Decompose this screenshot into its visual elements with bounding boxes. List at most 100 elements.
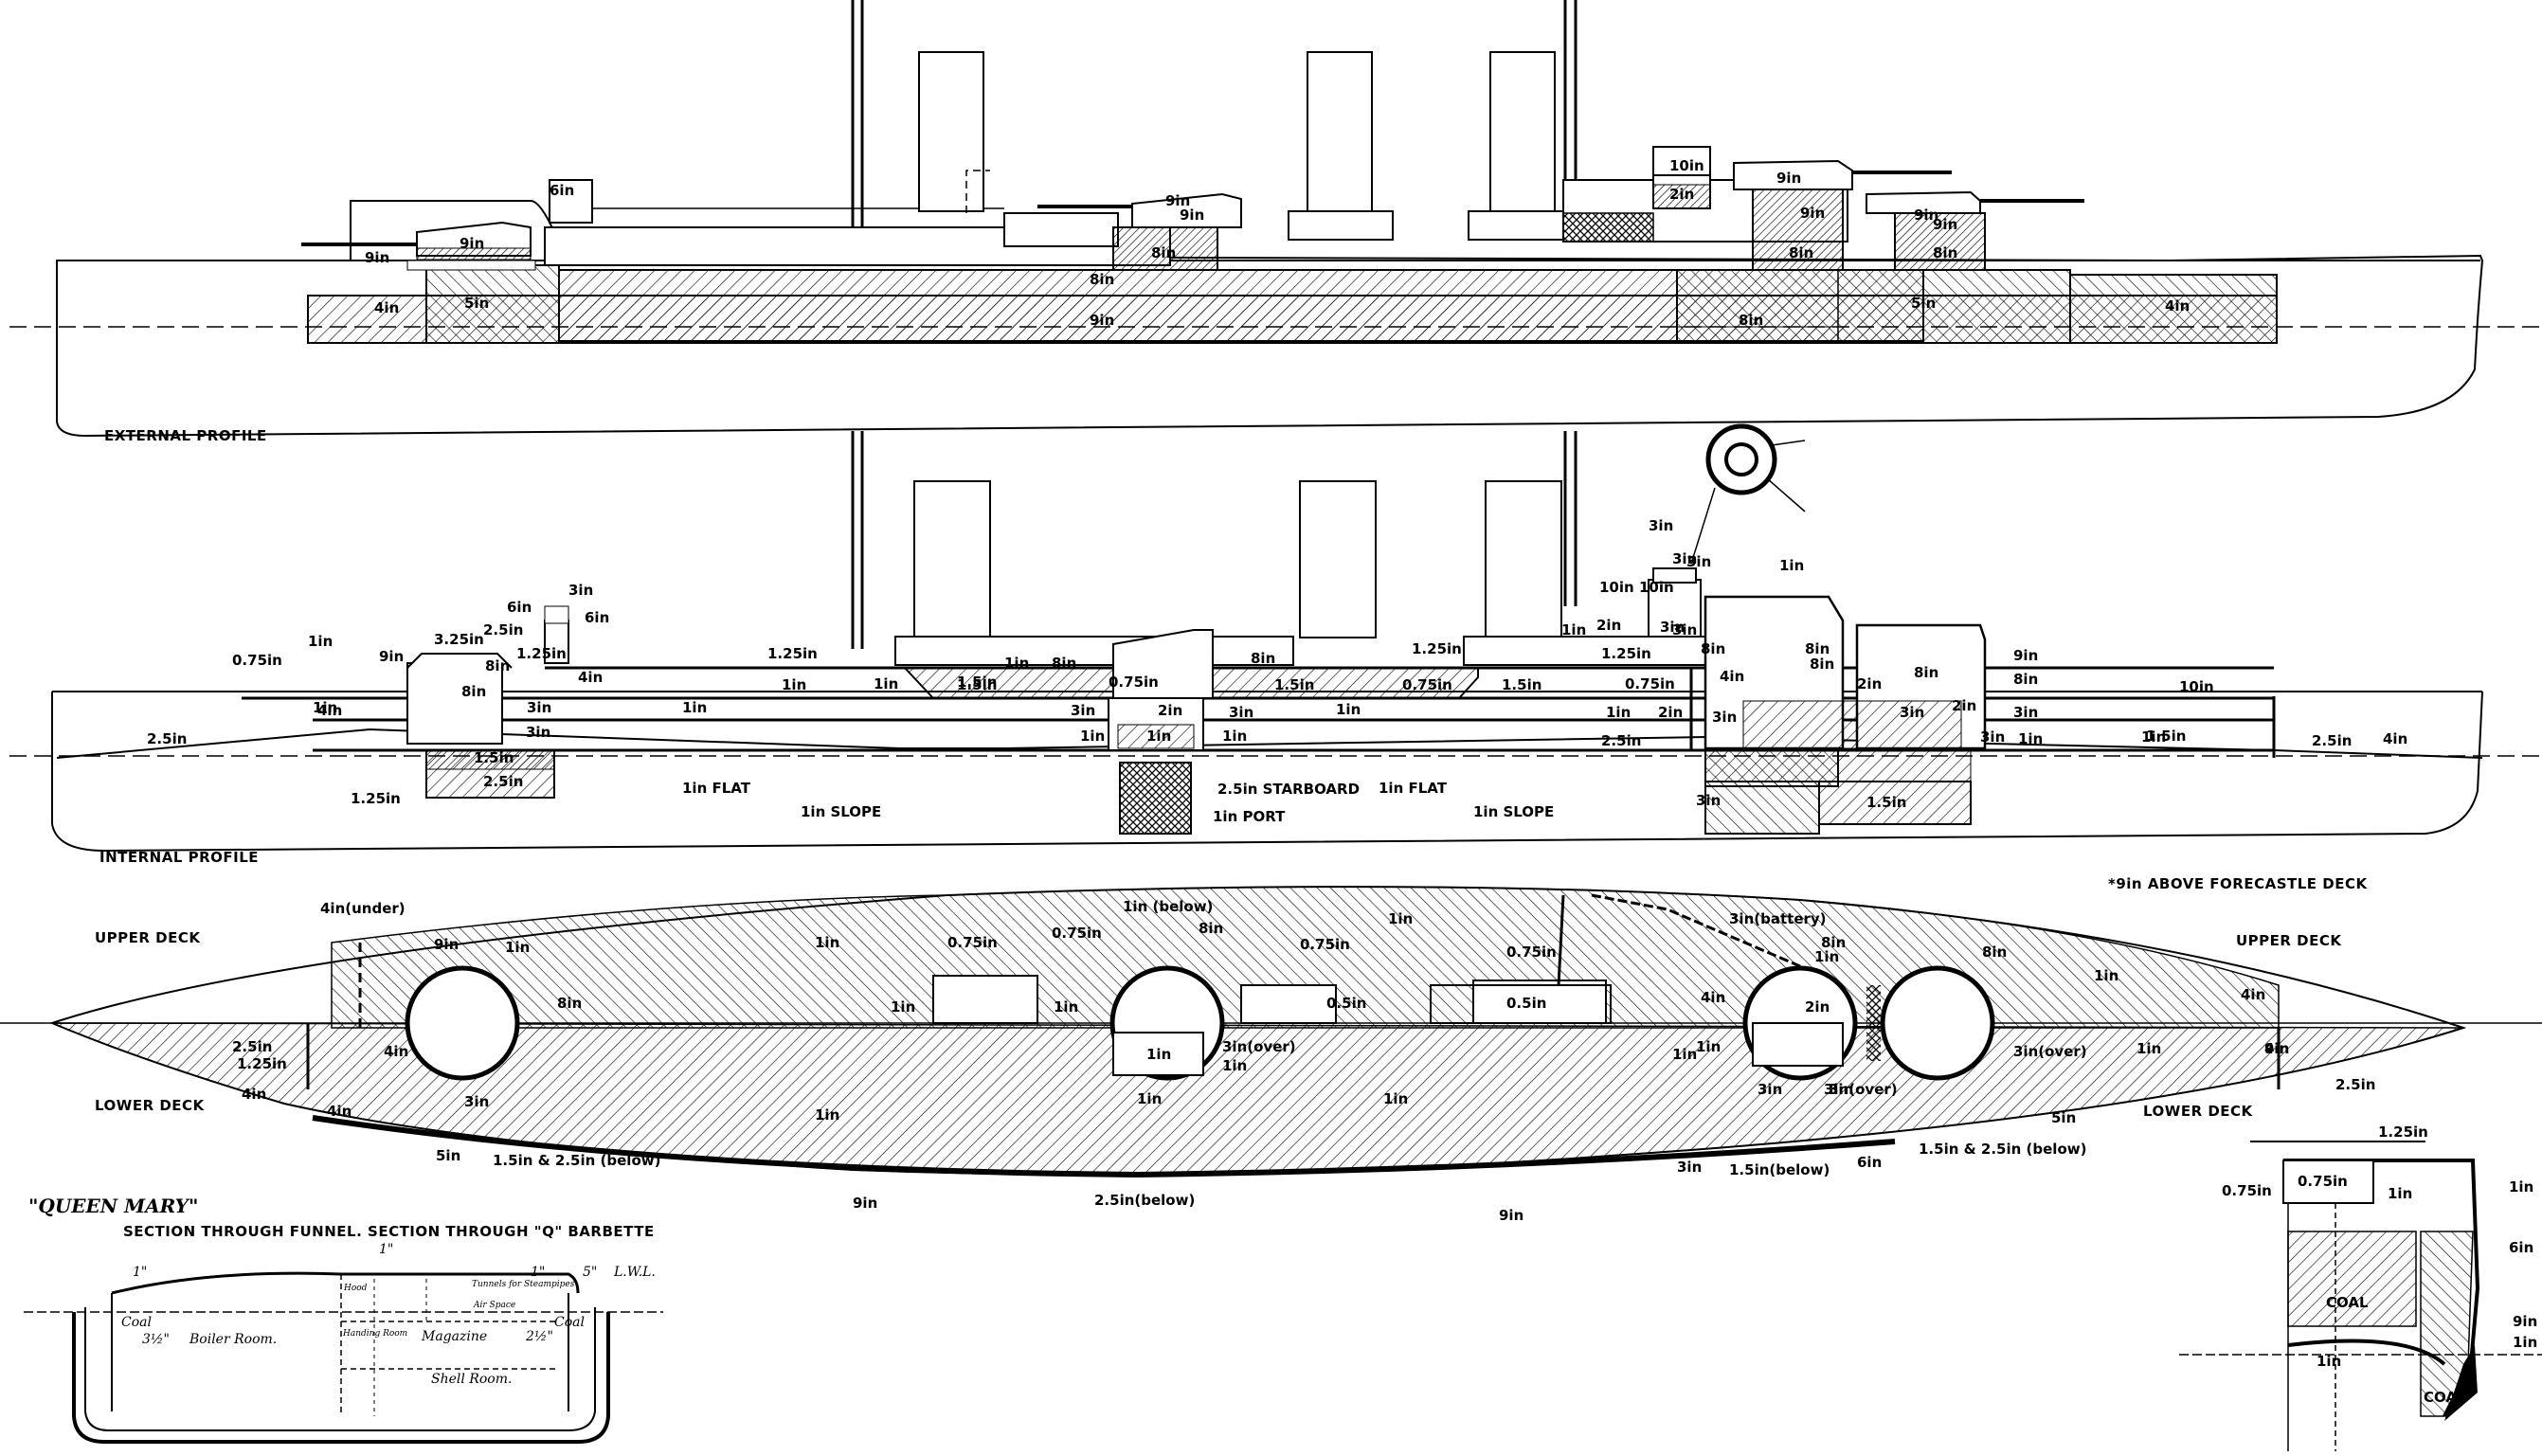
deck-armour-label-34: 8in — [1821, 934, 1846, 951]
queen-mary-section — [24, 1271, 663, 1444]
labels-layer: EXTERNAL PROFILE INTERNAL PROFILE UPPER … — [28, 157, 2537, 1406]
ext-armour-label-15: 8in — [1789, 244, 1813, 261]
deck-armour-label-12: 1in — [815, 934, 839, 951]
int-armour-label-27: 1in — [1004, 655, 1029, 672]
ext-armour-label-12: 9in — [1776, 170, 1801, 187]
int-armour-label-58: 3in — [1672, 621, 1697, 638]
deck-armour-label-35: 8in — [1982, 944, 2007, 961]
int-armour-label-29: 8in — [1052, 655, 1076, 672]
deck-armour-label-6: 4in — [384, 1043, 408, 1060]
deck-armour-label-11: 1.5in & 2.5in (below) — [493, 1152, 660, 1169]
int-armour-label-82: 10in — [2179, 678, 2214, 695]
deck-armour-label-29: 0.75in — [1506, 944, 1557, 961]
upper-deck-label-left: UPPER DECK — [95, 929, 201, 946]
mid-bottom: 1in — [2317, 1353, 2341, 1370]
deck-armour-label-5: 1.25in — [237, 1055, 287, 1072]
ext-armour-label-18: 8in — [1739, 312, 1763, 329]
ext-armour-label-3: 5in — [464, 295, 489, 312]
mid-coal1: COAL — [2326, 1294, 2369, 1311]
int-armour-label-15: 1in — [682, 699, 707, 716]
mid-r3: 9in — [2513, 1313, 2537, 1330]
deck-armour-label-33: 3in(battery) — [1729, 910, 1827, 927]
deck-armour-label-3: 8in — [557, 995, 582, 1012]
ext-armour-label-13: 9in — [1800, 205, 1825, 222]
int-armour-label-74: 1in — [2141, 728, 2166, 746]
int-armour-label-73: 1in — [2018, 730, 2043, 747]
int-armour-label-70: 3in — [2013, 704, 2038, 721]
ext-armour-label-4: 6in — [550, 182, 574, 199]
int-armour-label-7: 6in — [585, 609, 609, 626]
qm-m3: 1" — [531, 1265, 545, 1280]
mid-r2: 6in — [2509, 1239, 2533, 1256]
deck-armour-label-49: 4in — [2241, 986, 2265, 1003]
ext-armour-label-16: 9in — [1933, 216, 1957, 233]
deck-armour-label-46: 5in — [2051, 1109, 2076, 1126]
int-armour-label-21: 1in FLAT — [682, 780, 751, 797]
qm-m1: 1" — [133, 1265, 147, 1280]
int-armour-label-59: 2in — [1658, 704, 1683, 721]
deck-armour-label-42: 3in(over) — [1824, 1081, 1898, 1098]
int-armour-label-28: 1.5in — [957, 674, 997, 691]
int-armour-label-83: 1.5in — [2146, 728, 2186, 745]
int-armour-label-36: 1in — [1222, 728, 1247, 745]
int-armour-label-45: 1in — [1336, 701, 1361, 718]
int-armour-label-2: 9in — [379, 648, 404, 665]
int-armour-label-55: 3in — [1686, 553, 1711, 570]
deck-armour-label-28: 1in — [1388, 910, 1413, 927]
int-armour-label-78: 4in — [2383, 730, 2407, 747]
int-armour-label-20: 2.5in — [483, 773, 523, 790]
qm-m4: 5" — [583, 1265, 597, 1280]
int-armour-label-79: 2.5in — [1601, 732, 1641, 749]
deck-armour-label-17: 1in — [891, 998, 915, 1016]
int-armour-label-56: 3in — [1660, 619, 1685, 636]
deck-armour-label-10: 5in — [436, 1147, 460, 1164]
deck-armour-label-2: 1in — [505, 939, 530, 956]
ext-armour-label-17: 8in — [1933, 244, 1957, 261]
deck-plan — [0, 886, 2542, 1178]
internal-profile — [9, 423, 2542, 853]
mid-left: 0.75in — [2222, 1182, 2272, 1199]
int-armour-label-52: 10in — [1599, 579, 1634, 596]
deck-armour-label-15: 1in (below) — [1123, 898, 1213, 915]
deck-armour-label-41: 3in — [1829, 1081, 1853, 1098]
deck-armour-label-9: 4in — [327, 1103, 352, 1120]
int-armour-label-81: 3in — [1677, 1159, 1702, 1176]
qm-handing: Handing Room — [342, 1329, 407, 1339]
int-armour-label-84: 1in — [1814, 948, 1839, 965]
int-armour-label-47: 1in — [1606, 704, 1631, 721]
int-armour-label-42: 0.75in — [1402, 676, 1452, 693]
int-armour-label-77: 2.5in — [2312, 732, 2352, 749]
deck-armour-label-50: 4in — [2264, 1040, 2289, 1057]
qm-boiler: Boiler Room. — [189, 1332, 277, 1347]
deck-armour-label-43: 1.5in(below) — [1729, 1161, 1830, 1178]
int-armour-label-12: 8in — [461, 683, 486, 700]
mid-top: 1.25in — [2378, 1123, 2428, 1141]
int-armour-label-39: 8in — [1251, 650, 1275, 667]
int-armour-label-34: 1in — [1080, 728, 1105, 745]
int-armour-label-11: 4in — [578, 669, 603, 686]
turret-x — [1652, 146, 1952, 271]
deck-armour-label-0: 4in(under) — [320, 900, 406, 917]
deck-armour-label-4: 2.5in — [232, 1038, 272, 1055]
ext-armour-label-11: 2in — [1669, 186, 1694, 203]
mid-mid: 0.75in — [2298, 1173, 2348, 1190]
deck-armour-label-36: 1in — [2094, 967, 2118, 984]
deck-armour-label-20: 0.5in — [1326, 995, 1366, 1012]
int-armour-label-60: 8in — [1701, 640, 1725, 657]
int-armour-label-41: 1.25in — [1412, 640, 1462, 657]
ext-armour-label-19: 5in — [1911, 295, 1936, 312]
qm-subtitle: SECTION THROUGH FUNNEL. SECTION THROUGH … — [123, 1223, 655, 1240]
mid-r4: 1in — [2513, 1334, 2537, 1351]
deck-armour-label-31: 1in — [1383, 1090, 1408, 1107]
int-armour-label-67: 3in — [1900, 704, 1924, 721]
int-armour-label-48: 1.25in — [1601, 645, 1651, 662]
deck-armour-label-40: 3in(over) — [2013, 1043, 2087, 1060]
deck-armour-label-45: 1.5in & 2.5in (below) — [1919, 1141, 2086, 1158]
deck-armour-label-18: 1in — [1054, 998, 1078, 1016]
lower-deck-label-left: LOWER DECK — [95, 1097, 206, 1114]
int-armour-label-50: 1in — [1561, 621, 1586, 638]
int-armour-label-22: 1in SLOPE — [801, 803, 881, 820]
ext-armour-label-2: 4in — [374, 299, 399, 316]
external-profile — [9, 0, 2542, 438]
qm-m2: 1" — [379, 1242, 393, 1257]
